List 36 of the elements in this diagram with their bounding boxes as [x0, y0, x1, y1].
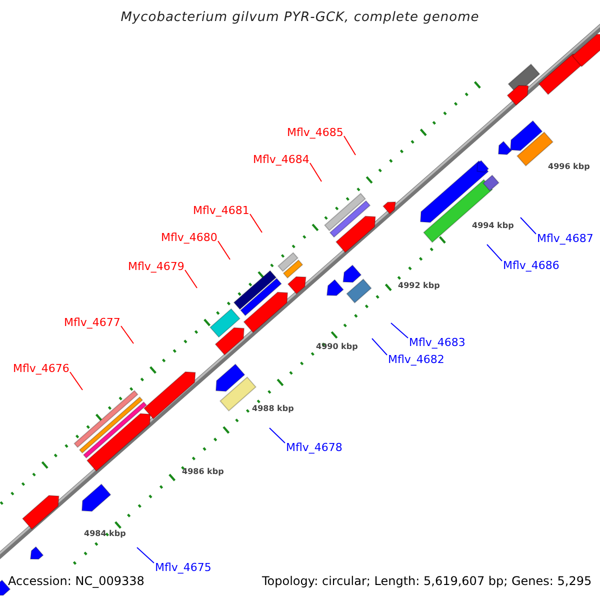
leader-line — [344, 136, 356, 156]
gene-label: Mflv_4677 — [64, 317, 120, 328]
gene-label: Mflv_4680 — [161, 232, 218, 243]
tick-label: 4984 kbp — [84, 530, 126, 538]
gene-label: Mflv_4676 — [13, 363, 70, 374]
tick-label: 4996 kbp — [548, 163, 590, 171]
gene-label: Mflv_4687 — [537, 233, 594, 244]
accession-text: Accession: NC_009338 — [8, 575, 144, 587]
gene-label: Mflv_4678 — [286, 442, 342, 453]
tick-label: 4992 kbp — [398, 282, 440, 290]
gene-label: Mflv_4683 — [409, 337, 466, 348]
tick-label: 4986 kbp — [182, 468, 224, 476]
leader-line — [372, 338, 388, 356]
leader-line — [120, 326, 134, 344]
genome-info-text: Topology: circular; Length: 5,619,607 bp; Genes: 5,295 — [262, 575, 592, 587]
gene-label: Mflv_4679 — [128, 261, 184, 272]
tick-label: 4994 kbp — [472, 222, 514, 230]
leader-line — [486, 244, 502, 262]
leader-line — [184, 270, 198, 288]
gene-label: Mflv_4681 — [193, 205, 250, 216]
tick-label: 4988 kbp — [252, 405, 294, 413]
leader-line — [390, 322, 408, 338]
leader-line — [136, 547, 154, 564]
leader-line — [70, 372, 83, 390]
leader-line — [269, 428, 286, 444]
tick-label: 4990 kbp — [316, 343, 358, 351]
leader-line — [520, 217, 536, 234]
gene-label: Mflv_4686 — [503, 260, 560, 271]
gene-label: Mflv_4682 — [388, 354, 444, 365]
leader-line — [250, 214, 262, 233]
leader-line — [310, 162, 322, 182]
gene-label: Mflv_4685 — [287, 127, 344, 138]
title: Mycobacterium gilvum PYR-GCK, complete genome — [120, 11, 480, 24]
gene-label: Mflv_4675 — [155, 562, 212, 573]
leader-line — [218, 240, 230, 260]
gene-label: Mflv_4684 — [253, 154, 310, 165]
